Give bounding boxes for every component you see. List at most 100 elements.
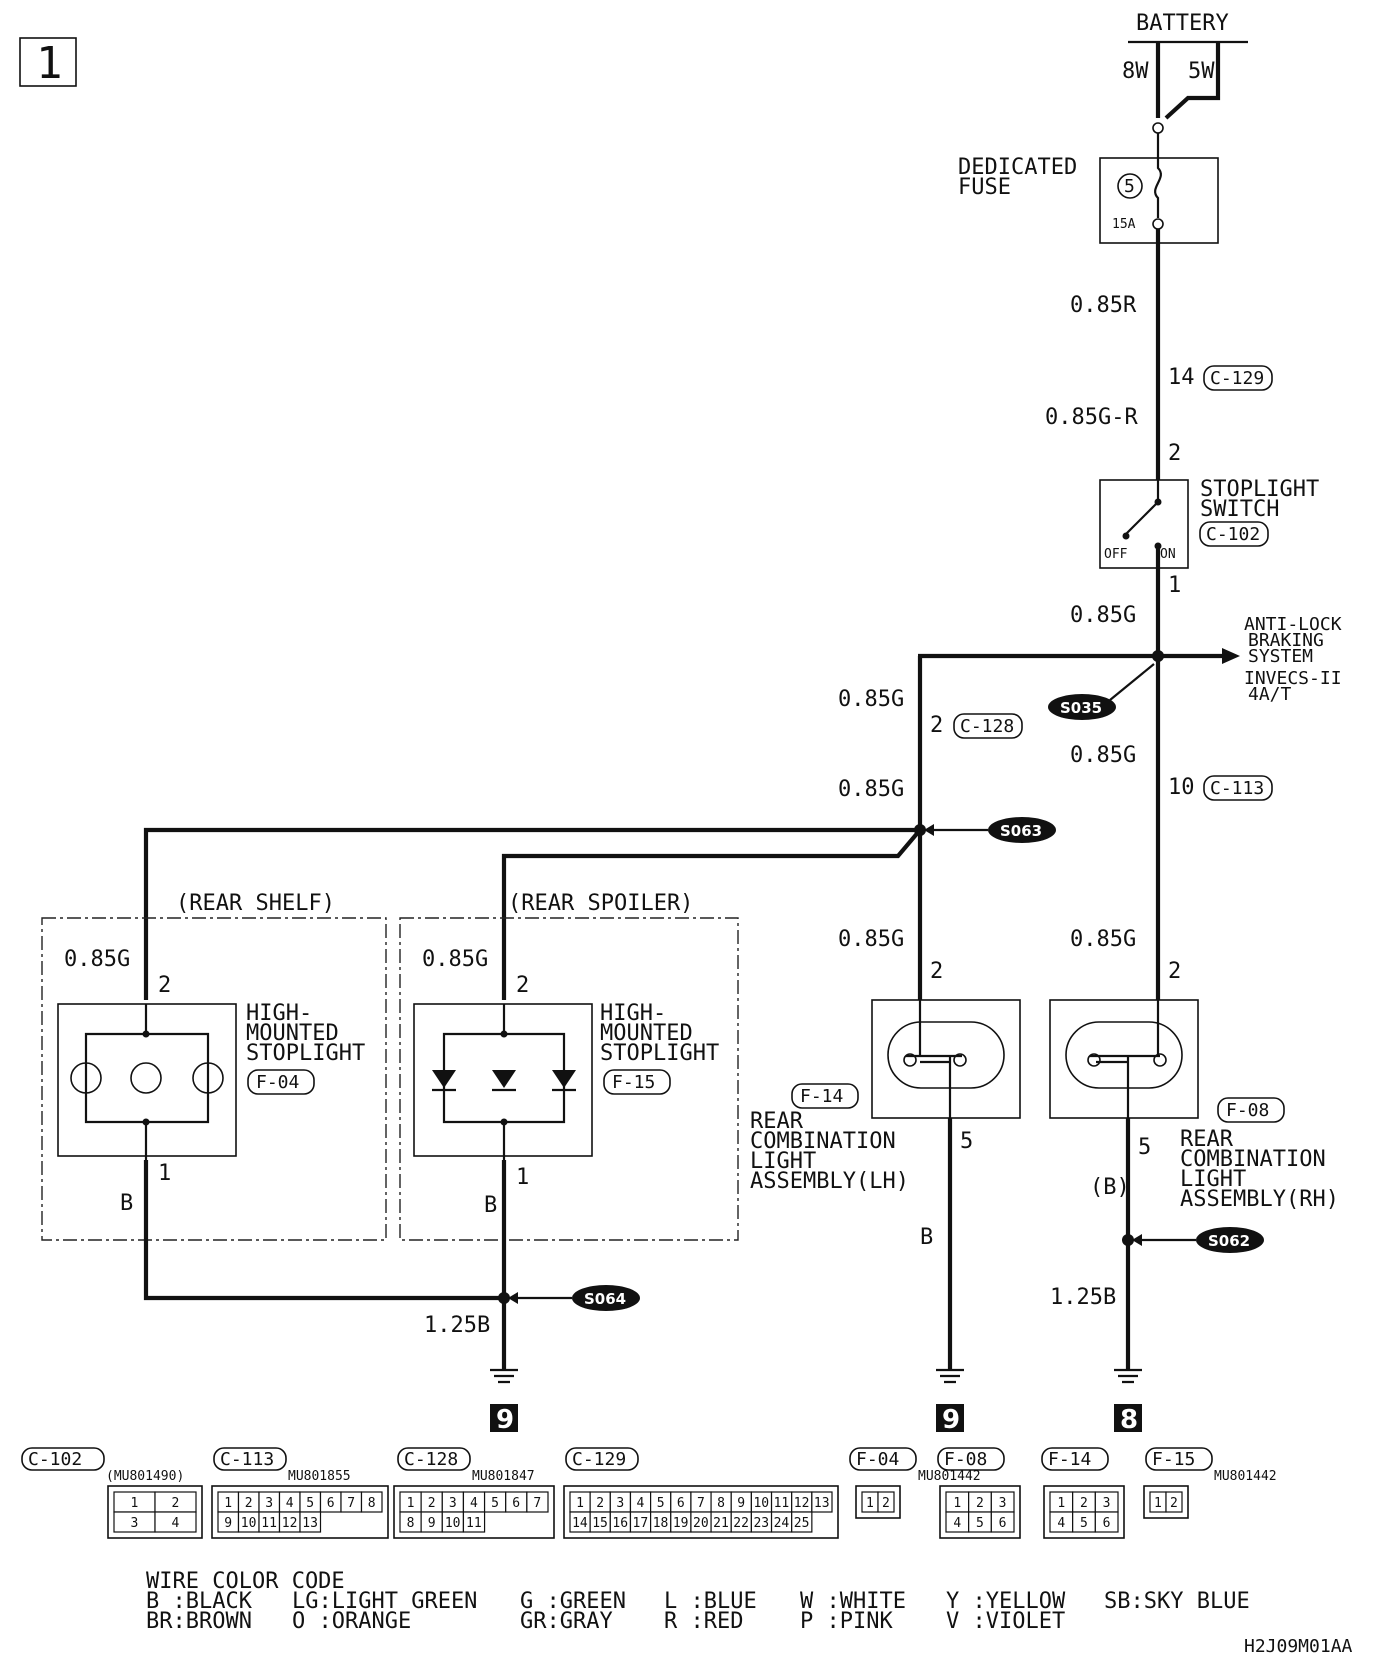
pin-shelf-bot: 1 (158, 1161, 171, 1186)
connector-pin-number: 11 (466, 1516, 482, 1531)
led-2 (492, 1070, 516, 1088)
wire-label-g-lh: 0.85G (838, 927, 904, 952)
connector-pin-number: 1 (866, 1496, 874, 1511)
junction-s062 (1122, 1234, 1134, 1246)
legend-entry: LG:LIGHT GREEN (292, 1589, 477, 1614)
lh-light-box (871, 999, 1021, 1119)
connector-pin-number: 1 (1154, 1496, 1162, 1511)
rh-label-3: LIGHT (1180, 1167, 1246, 1192)
wire-label-g-left2: 0.85G (838, 777, 904, 802)
connector-pin-number: 7 (533, 1496, 541, 1511)
connector-view-part: MU801847 (472, 1469, 535, 1484)
connector-pin-cell (1094, 1511, 1119, 1533)
dest-4: INVECS-II (1244, 668, 1342, 689)
wire-label-b-shelf: B (120, 1191, 133, 1216)
connector-pin-cell (154, 1511, 197, 1533)
hmsl-shelf-bus (84, 1004, 210, 1160)
pin-spoiler-top: 2 (516, 973, 529, 998)
dest-1: ANTI-LOCK (1244, 614, 1342, 635)
connector-pin-number: 3 (616, 1496, 624, 1511)
stoplight-switch-box (1099, 479, 1189, 569)
connector-pin-cell (462, 1511, 486, 1533)
connector-pin-number: 1 (1057, 1496, 1065, 1511)
connector-c129: C-129 (1210, 368, 1264, 389)
connector-tag-f08 (1217, 1097, 1285, 1123)
connector-pin-number: 6 (677, 1496, 685, 1511)
connector-pin-number: 5 (1080, 1516, 1088, 1531)
legend-entry: L :BLUE (664, 1589, 757, 1614)
pin-lh-bot: 5 (960, 1129, 973, 1154)
connector-pin-number: 6 (512, 1496, 520, 1511)
lh-label-3: LIGHT (750, 1149, 816, 1174)
ground-symbol-2 (936, 1368, 964, 1384)
legend-entry: BR:BROWN (146, 1609, 252, 1634)
connector-f08: F-08 (1226, 1100, 1269, 1121)
group-rear-spoiler (399, 917, 739, 1241)
connector-pin-number: 2 (976, 1496, 984, 1511)
ground-1: 9 (496, 1405, 514, 1435)
connector-view-id: F-08 (944, 1449, 987, 1470)
connector-pin-number: 3 (131, 1516, 139, 1531)
switch-off-label: OFF (1104, 547, 1128, 562)
rh-lamp-lug-2 (1153, 1053, 1167, 1067)
connector-pin-number: 5 (491, 1496, 499, 1511)
connector-pin-number: 16 (612, 1516, 628, 1531)
connector-pin-cell (990, 1511, 1015, 1533)
rh-label-2: COMBINATION (1180, 1147, 1326, 1172)
connector-pin-number: 25 (794, 1516, 810, 1531)
connector-view-part: (MU801490) (106, 1469, 184, 1484)
connector-pin-number: 1 (576, 1496, 584, 1511)
connector-view-tag (1145, 1447, 1213, 1471)
battery-feed (1155, 42, 1221, 120)
wire-label-g-left: 0.85G (838, 687, 904, 712)
splice-tag-s035 (1048, 694, 1116, 720)
s063-arrow (924, 824, 934, 836)
connector-pin-number: 12 (794, 1496, 810, 1511)
splice-s063: S063 (1000, 822, 1042, 840)
fuse-number: 5 (1124, 176, 1135, 197)
wire-label-g-spoiler: 0.85G (422, 947, 488, 972)
led-1 (432, 1070, 456, 1088)
connector-view-body (107, 1485, 203, 1539)
lh-lamp-lug-2 (953, 1053, 967, 1067)
connector-pin-number: 22 (733, 1516, 749, 1531)
connector-pin-number: 10 (753, 1496, 769, 1511)
pin-rh-bot: 5 (1138, 1135, 1151, 1160)
pin-c128: 2 (930, 713, 943, 738)
connector-view-tag (849, 1447, 917, 1471)
connector-pin-number: 9 (737, 1496, 745, 1511)
connector-pin-cell (299, 1511, 322, 1533)
connector-pin-cell (811, 1491, 833, 1513)
connector-view-tag (397, 1447, 471, 1471)
connector-pin-number: 4 (1057, 1516, 1065, 1531)
switch-label-2: SWITCH (1200, 497, 1279, 522)
connector-pin-number: 3 (999, 1496, 1007, 1511)
rh-lamp-lug-1 (1087, 1053, 1101, 1067)
hmsl-shelf-label-3: STOPLIGHT (246, 1041, 365, 1066)
connector-view-body (855, 1485, 901, 1519)
dest-5: 4A/T (1248, 684, 1292, 705)
legend-entry: V :VIOLET (946, 1609, 1065, 1634)
splice-tag-s063 (988, 817, 1056, 843)
pin-shelf-top: 2 (158, 973, 171, 998)
pin-lh-top: 2 (930, 959, 943, 984)
connector-pin-cell (791, 1511, 813, 1533)
shelf-bulb-3 (192, 1062, 224, 1094)
rh-label-1: REAR (1180, 1127, 1234, 1152)
connector-pin-number: 4 (470, 1496, 478, 1511)
connector-view-id: C-102 (28, 1449, 82, 1470)
pin-switch-in: 2 (1168, 441, 1181, 466)
arrow-to-abs (1222, 648, 1240, 664)
connector-tag-c128 (953, 713, 1023, 739)
switch-label-1: STOPLIGHT (1200, 477, 1319, 502)
page-number-box (19, 37, 77, 87)
wire-8w-label: 8W (1122, 59, 1149, 84)
